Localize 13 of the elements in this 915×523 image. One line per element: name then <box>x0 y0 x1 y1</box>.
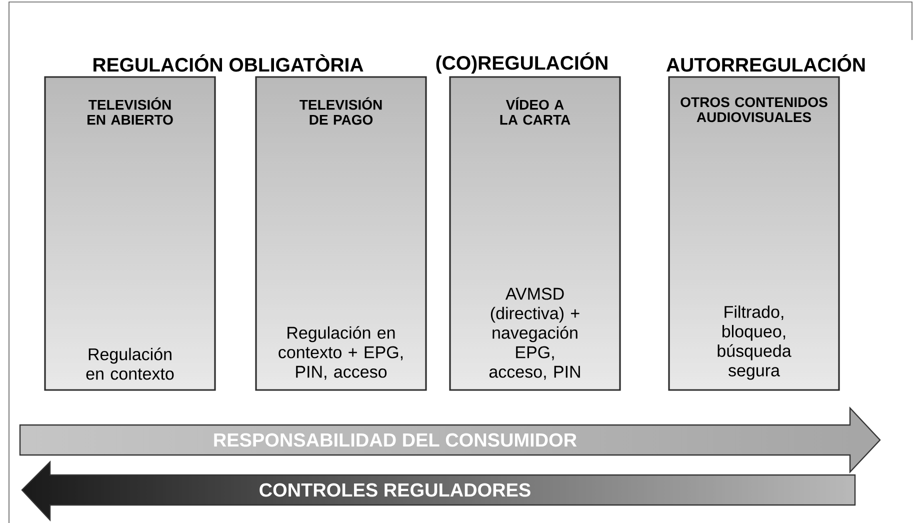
box-body: AVMSD (directiva) + navegación EPG, acceso, PIN <box>489 288 580 380</box>
box-heading: OTROS CONTENIDOS AUDIOVISUALES <box>680 97 828 122</box>
box-heading: TELEVISIÓN EN ABIERTO <box>88 97 173 125</box>
box-heading: TELEVISIÓN DE PAGO <box>300 97 382 125</box>
box-body: Filtrado, bloqueo, búsqueda segura <box>718 305 792 380</box>
column-heading: AUTORREGULACIÓN <box>666 54 865 72</box>
column-heading: REGULACIÓN OBLIGATÒRIA <box>94 54 364 72</box>
arrow-label: RESPONSABILIDAD DEL CONSUMIDOR <box>214 433 577 447</box>
column-heading: (CO)REGULACIÓN <box>436 52 608 74</box>
box-heading: VÍDEO A LA CARTA <box>500 97 570 125</box>
box-body: Regulación en contexto <box>86 348 174 380</box>
arrow-label: CONTROLES REGULADORES <box>260 483 530 497</box>
box-body: Regulación en contexto + EPG, PIN, acceso <box>278 326 403 380</box>
